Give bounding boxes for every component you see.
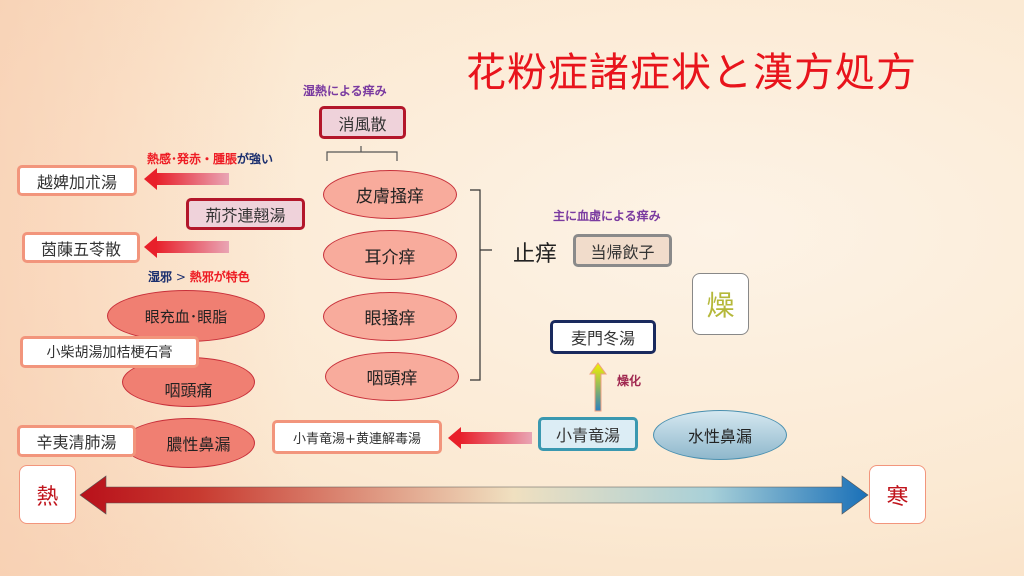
slide-title: 花粉症諸症状と漢方処方 <box>466 50 917 96</box>
shiyou-label: 止痒 <box>513 242 558 267</box>
formula-keigairengyoto: 荊芥連翹湯 <box>186 198 305 230</box>
formula-bakumondoto: 麦門冬湯 <box>550 320 656 354</box>
formula-shinishinpaito: 辛夷清肺湯 <box>17 425 136 457</box>
so-box: 燥 <box>692 273 749 335</box>
formula-shoseiryu-oren: 小青竜湯+黄連解毒湯 <box>272 420 442 454</box>
formula-shofusan: 消風散 <box>319 106 406 139</box>
formula-shoseiryuto: 小青竜湯 <box>538 417 638 451</box>
symptom-nousei: 膿性鼻漏 <box>122 418 255 468</box>
formula-tokiinshi: 当帰飲子 <box>573 234 672 267</box>
arrow-up-souka <box>589 362 607 412</box>
netsukan-label: 熱感･発赤・腫脹が強い <box>147 152 274 166</box>
symptom-intou: 咽頭痒 <box>325 352 459 401</box>
symptom-hifu: 皮膚掻痒 <box>323 170 457 219</box>
symptom-juketsu: 眼充血･眼脂 <box>107 290 265 342</box>
souka-label: 燥化 <box>617 374 642 388</box>
formula-shosaiko: 小柴胡湯加桔梗石膏 <box>20 336 199 368</box>
hot-cold-axis-arrow <box>79 475 869 515</box>
axis-hot: 熱 <box>19 465 76 524</box>
formula-inchingoreisan: 茵蔯五苓散 <box>22 232 140 263</box>
axis-cold: 寒 <box>869 465 926 524</box>
symptom-gan: 眼掻痒 <box>323 292 457 341</box>
kekkyo-label: 主に血虚による痒み <box>553 209 661 223</box>
bracket-shofusan <box>326 146 398 161</box>
symptom-suisei: 水性鼻漏 <box>653 410 787 460</box>
formula-eppikajutsuto: 越婢加朮湯 <box>17 165 137 196</box>
arrow-left-2 <box>144 236 229 258</box>
arrow-left-3 <box>448 427 532 449</box>
arrow-left-1 <box>144 168 229 190</box>
symptom-jikai: 耳介痒 <box>323 230 457 280</box>
shitsunetsu-label: 湿熱による痒み <box>303 84 387 98</box>
bracket-shiyou <box>470 189 492 381</box>
shitsuja-label: 湿邪 > 熱邪が特色 <box>148 270 250 284</box>
